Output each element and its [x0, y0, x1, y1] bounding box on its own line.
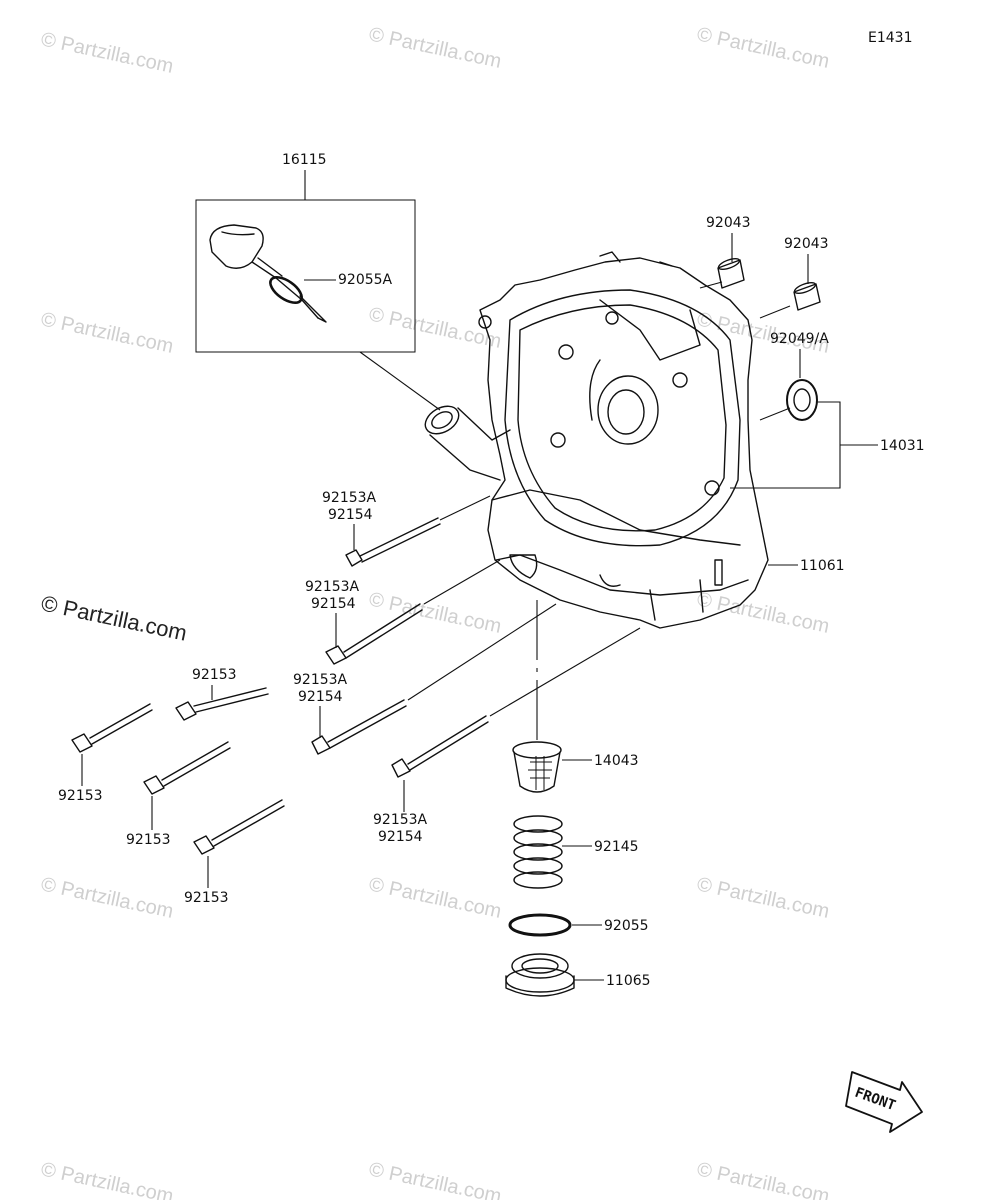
oil-seal: 92049/A 14031	[730, 331, 925, 489]
part-label-92043: 92043	[784, 236, 829, 252]
logo-watermark: © Partzilla.com	[39, 590, 189, 645]
watermarks: © Partzilla.com © Partzilla.com © Partzi…	[39, 23, 831, 1200]
part-label-14031: 14031	[880, 438, 925, 454]
watermark: © Partzilla.com	[367, 873, 503, 923]
watermark: © Partzilla.com	[39, 873, 175, 923]
watermark: © Partzilla.com	[695, 1158, 831, 1200]
part-label-92154: 92154	[298, 689, 343, 705]
front-arrow-icon: FRONT	[845, 1071, 923, 1133]
watermark: © Partzilla.com	[39, 308, 175, 358]
watermark: © Partzilla.com	[367, 23, 503, 73]
part-label-92153: 92153	[192, 667, 237, 683]
part-label-92153: 92153	[184, 890, 229, 906]
part-label-92153: 92153	[126, 832, 171, 848]
part-label-92153: 92153	[58, 788, 103, 804]
part-label-92153A: 92153A	[293, 672, 348, 688]
watermark: © Partzilla.com	[39, 1158, 175, 1200]
part-label-92153A: 92153A	[373, 812, 428, 828]
part-label-14043: 14043	[594, 753, 639, 769]
short-bolts: 92153 92153 92153 92153	[58, 667, 285, 906]
front-label: FRONT	[853, 1085, 898, 1114]
part-label-16115: 16115	[282, 152, 327, 168]
watermark: © Partzilla.com	[367, 1158, 503, 1200]
dipstick-assembly: 16115 92055A	[195, 152, 441, 411]
part-label-92154: 92154	[328, 507, 373, 523]
part-label-92043: 92043	[706, 215, 751, 231]
cover-bolts: 92153A 92154 92153A 92154 92153A 92154 9…	[293, 490, 641, 845]
part-label-11061: 11061	[800, 558, 845, 574]
drain-stack: 14043 92145 92055 11065	[505, 600, 651, 997]
part-label-92153A: 92153A	[305, 579, 360, 595]
part-label-92145: 92145	[594, 839, 639, 855]
part-label-92153A: 92153A	[322, 490, 377, 506]
part-label-92055A: 92055A	[338, 272, 393, 288]
watermark: © Partzilla.com	[695, 23, 831, 73]
watermark: © Partzilla.com	[695, 588, 831, 638]
part-label-92154: 92154	[311, 596, 356, 612]
part-label-92055: 92055	[604, 918, 649, 934]
watermark: © Partzilla.com	[39, 28, 175, 78]
part-label-92049: 92049/A	[770, 331, 829, 347]
diagram-code: E1431	[868, 30, 912, 46]
crankcase-cover: 11061	[424, 251, 845, 629]
part-label-11065: 11065	[606, 973, 651, 989]
watermark: © Partzilla.com	[367, 588, 503, 638]
part-label-92154: 92154	[378, 829, 423, 845]
dowel-pins: 92043 92043	[699, 215, 829, 319]
watermark: © Partzilla.com	[695, 873, 831, 923]
